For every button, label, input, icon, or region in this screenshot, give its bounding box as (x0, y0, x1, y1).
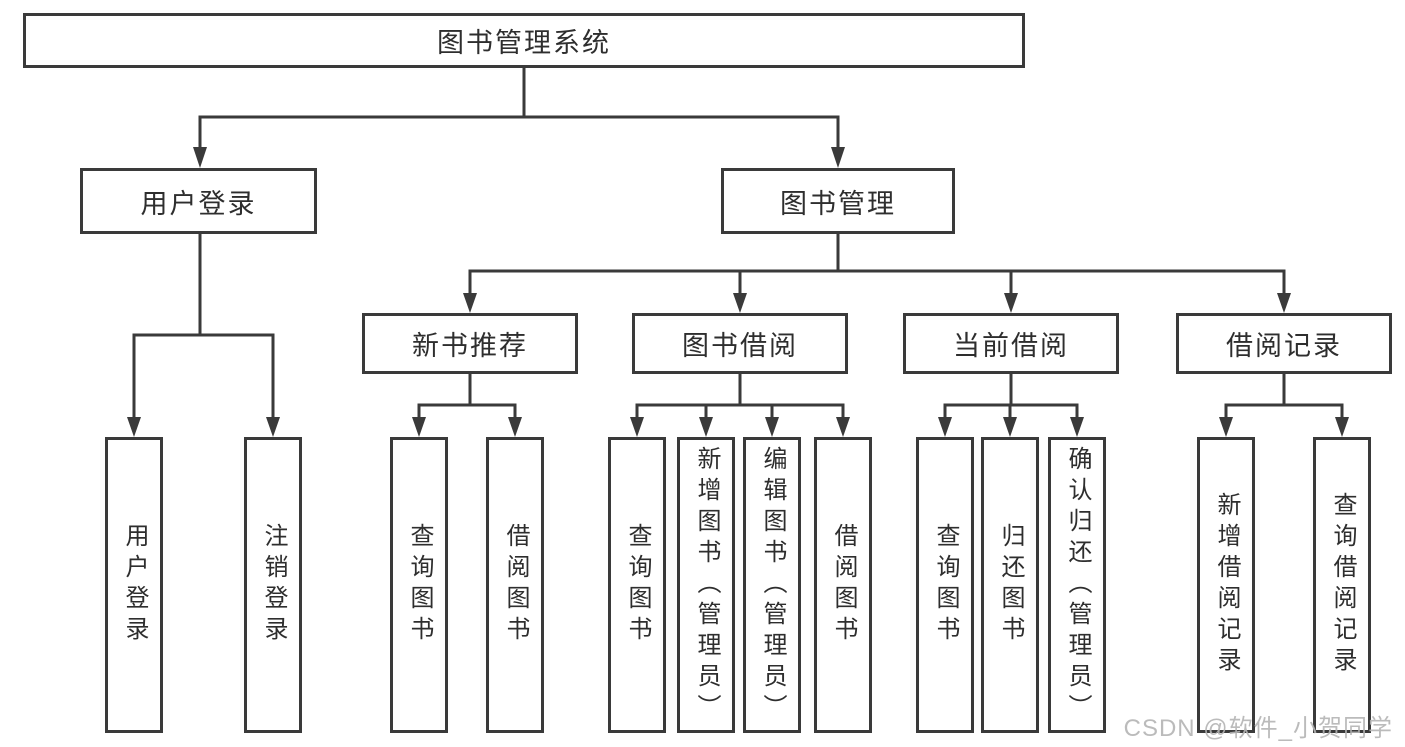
leaf-confirm-return-admin: 确认归还（管理员） (1048, 437, 1106, 733)
leaf-add-book-admin: 新增图书（管理员） (677, 437, 735, 733)
node-new-book-recommendation: 新书推荐 (362, 313, 578, 374)
leaf-query-borrow-record: 查询借阅记录 (1313, 437, 1371, 733)
leaf-borrow-books-borrowing: 借阅图书 (814, 437, 872, 733)
leaf-return-books: 归还图书 (981, 437, 1039, 733)
node-current-borrowing: 当前借阅 (903, 313, 1119, 374)
leaf-user-login: 用户登录 (105, 437, 163, 733)
node-book-borrowing: 图书借阅 (632, 313, 848, 374)
leaf-add-borrow-record: 新增借阅记录 (1197, 437, 1255, 733)
leaf-query-books-recommend: 查询图书 (390, 437, 448, 733)
arrowheads (127, 147, 1349, 437)
node-user-login: 用户登录 (80, 168, 317, 234)
leaf-logout: 注销登录 (244, 437, 302, 733)
leaf-query-books-current: 查询图书 (916, 437, 974, 733)
leaf-edit-book-admin: 编辑图书（管理员） (743, 437, 801, 733)
watermark: CSDN @软件_小贺同学 (1123, 715, 1393, 742)
node-borrowing-records: 借阅记录 (1176, 313, 1392, 374)
node-root: 图书管理系统 (23, 13, 1025, 68)
leaf-borrow-books-recommend: 借阅图书 (486, 437, 544, 733)
node-book-management: 图书管理 (721, 168, 955, 234)
leaf-query-books-borrowing: 查询图书 (608, 437, 666, 733)
